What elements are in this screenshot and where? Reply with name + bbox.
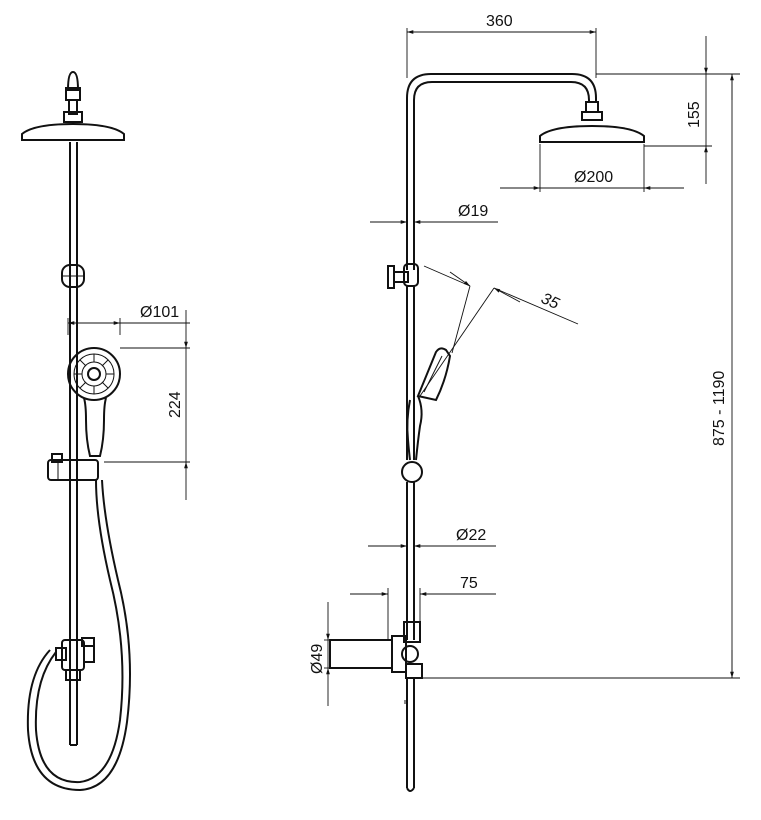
dim-angle: 35	[419, 265, 579, 397]
front-view: Ø101 224	[21, 70, 190, 792]
dim-hand-diameter: Ø101	[67, 304, 190, 335]
label-lower-pipe-diameter: Ø22	[456, 527, 486, 544]
label-width: 360	[486, 13, 513, 30]
side-shower-head	[539, 101, 645, 143]
label-pipe-diameter: Ø19	[458, 203, 488, 220]
side-riser-arm	[406, 73, 597, 270]
front-hand-shower	[67, 347, 121, 457]
label-angle: 35	[538, 290, 561, 313]
dim-hand-length: 224	[104, 310, 190, 500]
front-riser-pipe	[69, 142, 78, 746]
dim-head-diameter: Ø200	[500, 144, 684, 192]
label-mixer-offset: 75	[460, 575, 478, 592]
dim-mixer-diameter: Ø49	[309, 602, 332, 706]
dim-width: 360	[406, 13, 597, 78]
front-hose	[26, 479, 131, 792]
label-height-range: 875 - 1190	[711, 371, 728, 446]
front-top-fitting	[63, 70, 83, 123]
dim-height-range: 875 - 1190	[420, 74, 740, 679]
front-wall-bracket	[61, 264, 85, 288]
front-diverter	[55, 637, 95, 681]
side-view: 360 155 Ø200 Ø19	[309, 13, 740, 792]
dim-mixer-offset: 75	[350, 575, 496, 640]
label-head-diameter: Ø200	[574, 169, 613, 186]
dim-pipe-diameter: Ø19	[370, 203, 498, 224]
front-slider	[47, 453, 99, 481]
dim-lower-pipe-diameter: Ø22	[368, 527, 496, 548]
front-shower-head	[21, 122, 125, 141]
side-mixer	[329, 621, 423, 792]
side-lower-pipe	[401, 286, 423, 640]
label-hand-length: 224	[167, 391, 184, 418]
label-drop: 155	[686, 101, 703, 128]
label-hand-diameter: Ø101	[140, 304, 179, 321]
dim-drop: 155	[596, 36, 740, 184]
side-wall-bracket	[387, 263, 419, 289]
label-mixer-diameter: Ø49	[309, 644, 326, 674]
